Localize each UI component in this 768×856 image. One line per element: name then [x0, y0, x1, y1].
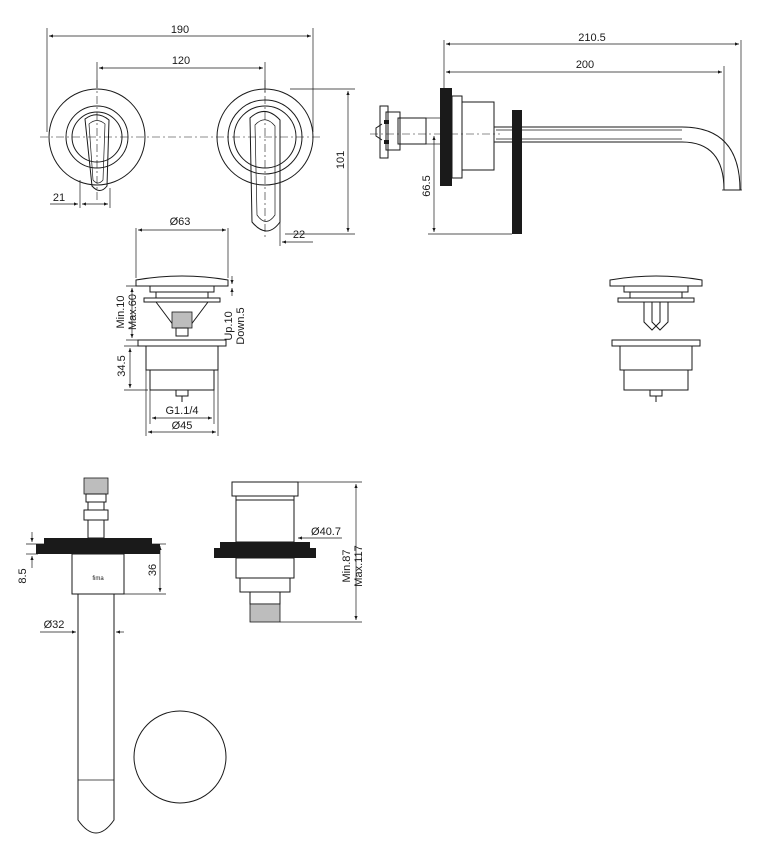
dim-dia-45: Ø45 — [172, 420, 193, 432]
dim-dia-63: Ø63 — [170, 216, 191, 228]
dim-max-117: Max.117 — [353, 545, 365, 586]
dim-101: 101 — [335, 151, 347, 169]
side-view-spout: 210.5 200 66.5 — [370, 32, 742, 235]
dim-thread: G1.1/4 — [165, 405, 198, 417]
dim-dia-32: Ø32 — [44, 619, 65, 631]
dim-34-5: 34.5 — [116, 355, 128, 376]
dim-down-5: Down.5 — [235, 307, 247, 344]
dim-min-87: Min.87 — [341, 549, 353, 582]
dim-max-60: Max.60 — [127, 294, 139, 330]
brand-mark: fima — [92, 576, 104, 582]
dim-up-10: Up.10 — [223, 311, 235, 340]
dim-min-10: Min.10 — [115, 295, 127, 328]
dim-66-5: 66.5 — [421, 175, 433, 196]
dim-120: 120 — [172, 55, 190, 67]
dim-22: 22 — [293, 229, 305, 241]
dim-36: 36 — [147, 564, 159, 576]
dim-dia-40-7: Ø40.7 — [311, 526, 341, 538]
cap-top-view — [133, 710, 227, 804]
dim-8-5: 8.5 — [17, 568, 29, 583]
waste-detail-side — [609, 275, 703, 402]
waste-detail: Ø63 Min.10 Max.60 Up.10 Down.5 34.5 G1.1… — [115, 216, 247, 436]
body-section: Ø40.7 Min.87 Max.117 — [214, 481, 365, 623]
dim-200: 200 — [576, 59, 594, 71]
dim-210-5: 210.5 — [578, 32, 606, 44]
dim-190: 190 — [171, 24, 189, 36]
dim-21: 21 — [53, 192, 65, 204]
valve-section: fima 8.5 36 Ø32 — [17, 477, 166, 834]
front-view: 190 120 21 101 22 — [40, 24, 355, 246]
